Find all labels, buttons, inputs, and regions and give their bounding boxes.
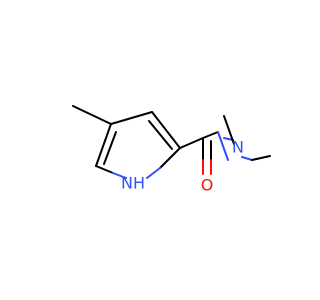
structure-diagram: NH N O (72, 105, 271, 195)
bond-n-methyl-right-colored (241, 156, 253, 161)
atom-label-n-amide: N (232, 138, 244, 157)
molecule-canvas: NH N O (72, 105, 271, 195)
bond-c2-n1-colored (146, 167, 161, 179)
bond-c2-carbonyl (179, 137, 204, 149)
bond-carbonyl-n-colored (217, 131, 229, 161)
bond-c4-c3 (110, 111, 153, 125)
bond-methyl-c4 (72, 105, 112, 125)
bond-c4-c5-double (103, 131, 117, 165)
bond-n-methyl-up (223, 115, 235, 145)
bond-c3-c2-double (148, 120, 173, 150)
bond-c5-n1 (95, 165, 114, 174)
atom-label-nh: NH (121, 174, 145, 193)
bond-c5-n1-colored (112, 172, 127, 179)
bond-c3-c2 (151, 111, 181, 149)
bond-c4-c5 (95, 123, 112, 167)
bond-n-methyl-right (251, 155, 271, 161)
bond-c2-n1 (159, 147, 181, 169)
bond-carbonyl-n (202, 131, 219, 139)
atom-label-o-carbonyl: O (201, 176, 214, 195)
